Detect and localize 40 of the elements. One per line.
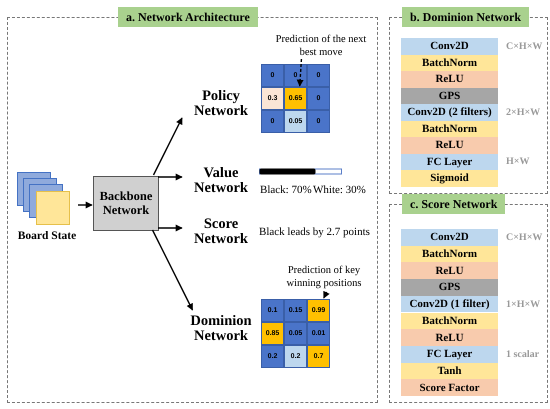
annotation-note: Prediction of the next best move xyxy=(273,34,369,60)
dimension-label: C×H×W xyxy=(506,40,542,54)
dimension-label: C×H×W xyxy=(506,230,542,245)
layer-block: ReLU xyxy=(401,137,498,154)
layer-block: BatchNorm xyxy=(401,120,498,137)
dimension-label: H×W xyxy=(506,155,530,170)
layer-block: BatchNorm xyxy=(401,312,498,330)
layer-block: GPS xyxy=(401,88,498,104)
layer-block: ReLU xyxy=(401,262,498,280)
dimension-label: 1×H×W xyxy=(506,298,540,312)
panel-header: b. Dominion Network xyxy=(402,7,530,27)
arrow xyxy=(152,117,183,176)
panel-header: a. Network Architecture xyxy=(118,7,258,27)
network-name: Score Network xyxy=(183,217,259,247)
arrow xyxy=(152,230,194,311)
annotation-note: Prediction of key winning positions xyxy=(277,265,371,293)
process-box: Backbone Network xyxy=(93,176,159,231)
layer-block: BatchNorm xyxy=(401,54,498,71)
arrow xyxy=(158,174,183,180)
network-name: Policy Network xyxy=(183,87,259,121)
layer-block: Score Factor xyxy=(401,379,498,396)
value-label: White: 30% xyxy=(313,184,366,196)
arrow xyxy=(78,202,93,208)
dimension-label: 2×H×W xyxy=(506,106,540,120)
layer-block: GPS xyxy=(401,279,498,296)
score-label: Black leads by 2.7 points xyxy=(259,226,370,238)
leader-line xyxy=(296,58,304,87)
leader-line xyxy=(323,290,330,299)
network-name: Value Network xyxy=(183,166,259,196)
network-name: Dominion Network xyxy=(183,311,259,347)
panel-header: c. Score Network xyxy=(402,194,506,214)
layer-block: BatchNorm xyxy=(401,246,498,262)
layer-block: Tanh xyxy=(401,362,498,380)
value-label: Black: 70% xyxy=(260,184,312,196)
dimension-label: 1 scalar xyxy=(506,348,540,362)
layer-block: Sigmoid xyxy=(401,170,498,186)
layer-block: ReLU xyxy=(401,329,498,346)
layer-block: ReLU xyxy=(401,71,498,88)
board-label: Board State xyxy=(16,230,78,242)
arrow xyxy=(158,224,183,232)
